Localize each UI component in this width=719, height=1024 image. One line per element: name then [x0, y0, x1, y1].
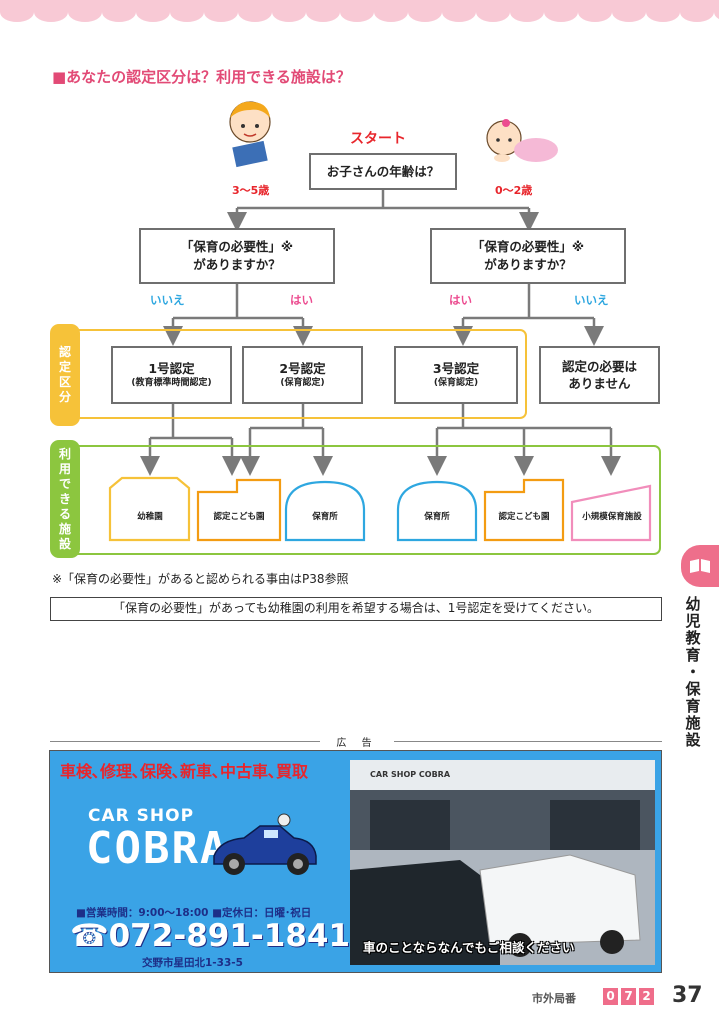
side-label-char: 施: [58, 521, 71, 536]
need-question-box-right: 「保育の必要性」※ がありますか？: [430, 228, 626, 284]
need-question-line1: 「保育の必要性」※: [180, 239, 294, 254]
side-label-char: 用: [58, 461, 71, 476]
top-wave-border: [0, 0, 719, 22]
side-chapter-char: 保: [685, 680, 701, 698]
side-chapter-char: 育: [685, 646, 701, 664]
answer-yes-left: はい: [290, 293, 313, 307]
cert1-sub: (教育標準時間認定): [131, 378, 212, 388]
side-chapter-char: 施: [685, 714, 701, 732]
need-question-box-left: 「保育の必要性」※ がありますか？: [139, 228, 335, 284]
cert-none-line2: ありません: [568, 376, 631, 391]
side-label-char: で: [58, 476, 71, 491]
side-label-char: 設: [58, 536, 71, 551]
answer-yes-right: はい: [449, 293, 472, 307]
car-illustration-icon: [213, 813, 317, 875]
cert-none-box: 認定の必要は ありません: [539, 346, 660, 404]
section-title: ■あなたの認定区分は？利用できる施設は？: [52, 68, 351, 86]
side-chapter-char: ・: [685, 663, 701, 681]
ad-slogan: 車検､修理､保険､新車､中古車､買取: [60, 762, 309, 781]
answer-no-left: いいえ: [150, 293, 185, 307]
side-label-char: 利: [58, 446, 71, 461]
side-chapter-char: 設: [685, 731, 701, 749]
ad-label: 広 告: [50, 734, 662, 749]
side-label-char: る: [58, 506, 71, 521]
small-nursery-shape: [570, 484, 652, 542]
side-label-char: 認: [58, 345, 71, 359]
side-label-char: 区: [58, 375, 71, 389]
child-illustration-icon: [229, 101, 271, 168]
side-chapter-char: 教: [685, 629, 701, 647]
facility-nursery: 保育所: [312, 512, 338, 522]
need-question-line2: がありますか？: [484, 257, 572, 272]
notice-box: 「保育の必要性」があっても幼稚園の利用を希望する場合は、1号認定を受けてください…: [50, 597, 662, 621]
ad-logo-line1: CAR SHOP: [88, 806, 195, 826]
nintei-kodomoen-shape: [483, 478, 565, 542]
cert-none-line1: 認定の必要は: [561, 359, 637, 374]
answer-no-right: いいえ: [574, 293, 609, 307]
cert2-box: 2号認定 (保育認定): [242, 346, 363, 404]
age-question-box: お子さんの年齢は？: [309, 153, 457, 190]
ad-address: 交野市星田北1-33-5: [142, 957, 243, 969]
book-icon: [690, 559, 710, 573]
facility-small-nursery: 小規模保育施設: [582, 512, 642, 522]
area-code-digit: 0: [603, 988, 618, 1005]
area-code-digit: 2: [639, 988, 654, 1005]
ad-label-text: 広 告: [336, 738, 378, 749]
side-chapter-char: 児: [685, 612, 701, 630]
facility-kodomoen: 認定こども園: [498, 512, 550, 522]
cert1-title: 1号認定: [148, 361, 195, 376]
side-label-char: 分: [58, 390, 71, 404]
facility-nursery: 保育所: [424, 512, 450, 522]
ad-logo-line2: COBRA: [86, 823, 229, 874]
start-label: スタート: [350, 131, 406, 147]
facility-kindergarten: 幼稚園: [137, 512, 163, 522]
area-code-label: 市外局番: [532, 992, 576, 1005]
age-question-text: お子さんの年齢は？: [326, 163, 440, 179]
side-chapter-char: 幼: [685, 595, 701, 613]
cert3-box: 3号認定 (保育認定): [394, 346, 518, 404]
cert3-sub: (保育認定): [433, 378, 479, 388]
need-question-line1: 「保育の必要性」※: [471, 239, 585, 254]
footnote: ※「保育の必要性」があると認められる事由はP38参照: [52, 572, 349, 586]
side-label-char: き: [58, 491, 71, 506]
age-right-label: 0～2歳: [495, 184, 533, 197]
side-label-cert: 認定区分: [50, 324, 80, 426]
facility-kodomoen: 認定こども園: [213, 512, 265, 522]
need-question-line2: がありますか？: [193, 257, 281, 272]
area-code-digit: 7: [621, 988, 636, 1005]
baby-illustration-icon: [486, 119, 558, 162]
side-chapter-char: 育: [685, 697, 701, 715]
cert2-sub: (保育認定): [280, 378, 325, 388]
ad-caption: 車のことならなんでもご相談ください: [363, 940, 575, 955]
flow-connectors: [69, 190, 661, 555]
ad-photo-sign: CAR SHOP COBRA: [370, 770, 451, 779]
nintei-kodomoen-shape: [196, 478, 282, 542]
ad-hours: ■営業時間：9:00～18:00 ■定休日：日曜･祝日: [76, 907, 312, 919]
ad-phone[interactable]: ☎072-891-1841: [70, 918, 351, 954]
side-label-facility: 利用できる施設: [50, 440, 80, 558]
page-number: 37: [672, 983, 703, 1008]
nursery-shape: [396, 480, 478, 542]
cert2-title: 2号認定: [279, 361, 326, 376]
side-label-char: 定: [58, 360, 71, 374]
kindergarten-shape: [108, 476, 191, 542]
cert1-box: 1号認定 (教育標準時間認定): [111, 346, 232, 404]
nursery-shape: [284, 480, 366, 542]
facility-shapes: [108, 476, 652, 542]
cert3-title: 3号認定: [432, 361, 480, 376]
ad-shop-photo: CAR SHOP COBRA: [350, 760, 655, 965]
side-chapter-title: 幼児教育・保育施設: [681, 596, 705, 749]
age-left-label: 3～5歳: [232, 184, 270, 197]
side-chapter-tab: [681, 545, 719, 587]
